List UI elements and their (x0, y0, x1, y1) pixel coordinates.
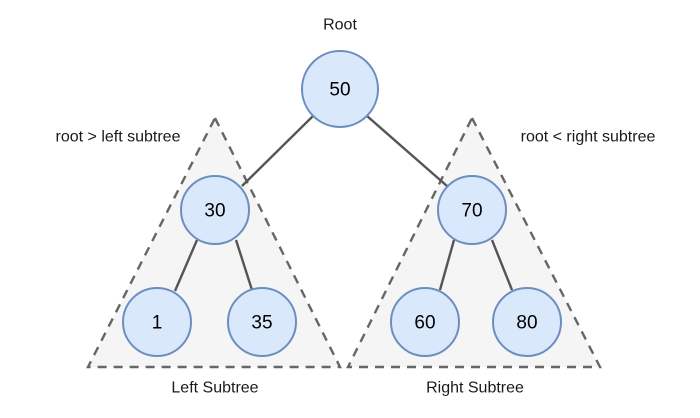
node-root-circle (301, 50, 379, 128)
right-subtree-rule-label: root < right subtree (521, 129, 656, 146)
node-right-left-leaf-circle (390, 287, 460, 357)
node-right-right-leaf-label: 80 (516, 313, 537, 334)
node-left-child[interactable]: 30 (180, 175, 250, 245)
node-root[interactable]: 50 (301, 50, 379, 128)
node-right-right-leaf-circle (492, 287, 562, 357)
node-left-child-label: 30 (204, 201, 225, 222)
node-right-left-leaf[interactable]: 60 (390, 287, 460, 357)
edge-right-child-to-leaf-60 (438, 239, 456, 291)
edge-root-to-right-child (366, 115, 448, 187)
node-left-left-leaf-circle (122, 287, 192, 357)
node-right-right-leaf[interactable]: 80 (492, 287, 562, 357)
node-right-child-circle (437, 175, 507, 245)
node-left-right-leaf-circle (227, 287, 297, 357)
node-left-child-circle (180, 175, 250, 245)
node-right-child-label: 70 (461, 201, 482, 222)
node-root-label: 50 (329, 80, 350, 101)
root-caption-label: Root (323, 17, 357, 34)
node-left-left-leaf[interactable]: 1 (122, 287, 192, 357)
edge-left-child-to-leaf-1 (173, 239, 199, 292)
edge-root-to-left-child (241, 115, 314, 187)
right-subtree-caption: Right Subtree (426, 380, 524, 397)
node-left-right-leaf-label: 35 (251, 313, 272, 334)
node-right-child[interactable]: 70 (437, 175, 507, 245)
node-right-left-leaf-label: 60 (414, 313, 435, 334)
left-subtree-rule-label: root > left subtree (56, 129, 181, 146)
left-subtree-caption: Left Subtree (171, 380, 258, 397)
edge-left-child-to-leaf-35 (234, 239, 254, 291)
node-left-right-leaf[interactable]: 35 (227, 287, 297, 357)
edge-right-child-to-leaf-80 (490, 239, 514, 291)
node-left-left-leaf-label: 1 (152, 313, 163, 334)
